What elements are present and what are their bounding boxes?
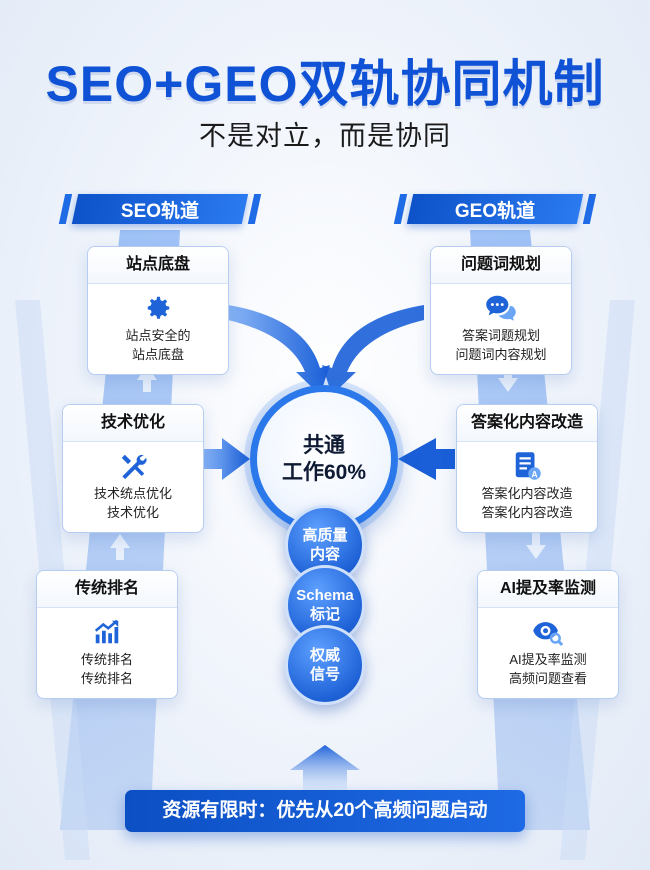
bubble-authority-signals: 权威 信号: [285, 625, 365, 705]
arrow-to-center-left: [228, 305, 330, 395]
up-arrow-icon: [137, 366, 157, 392]
document-icon: A: [457, 448, 597, 484]
seo-card-site-base: 站点底盘 站点安全的 站点底盘: [87, 246, 229, 375]
arrow-to-center-right: [322, 305, 424, 395]
arrow-left-icon: [398, 438, 455, 480]
footer-banner: 资源有限时：优先从20个高频问题启动: [125, 790, 525, 832]
svg-text:A: A: [531, 469, 538, 479]
geo-card-answer-content: 答案化内容改造 A 答案化内容改造 答案化内容改造: [456, 404, 598, 533]
seo-card-tech-optimization: 技术优化 技术统点优化 技术优化: [62, 404, 204, 533]
seo-card-traditional-ranking: 传统排名 传统排名 传统排名: [36, 570, 178, 699]
page-title: SEO+GEO双轨协同机制: [45, 56, 605, 112]
down-arrow-icon: [526, 533, 546, 559]
arrow-right-icon: [203, 438, 250, 480]
eye-search-icon: [478, 614, 618, 650]
geo-card-question-planning: 问题词规划 答案词题规划 问题词内容规划: [430, 246, 572, 375]
shared-work-circle: 共通 工作60%: [250, 385, 398, 533]
gear-icon: [88, 290, 228, 326]
tools-icon: [63, 448, 203, 484]
seo-track-label: SEO轨道: [71, 194, 249, 224]
chart-up-icon: [37, 614, 177, 650]
down-arrow-icon: [498, 366, 518, 392]
page-subtitle: 不是对立，而是协同: [199, 121, 451, 151]
chat-bubbles-icon: [431, 290, 571, 326]
geo-track-label: GEO轨道: [406, 194, 584, 224]
up-arrow-icon: [110, 534, 130, 560]
geo-card-ai-mention-monitor: AI提及率监测 AI提及率监测 高频问题查看: [477, 570, 619, 699]
big-up-arrow-icon: [290, 745, 360, 790]
